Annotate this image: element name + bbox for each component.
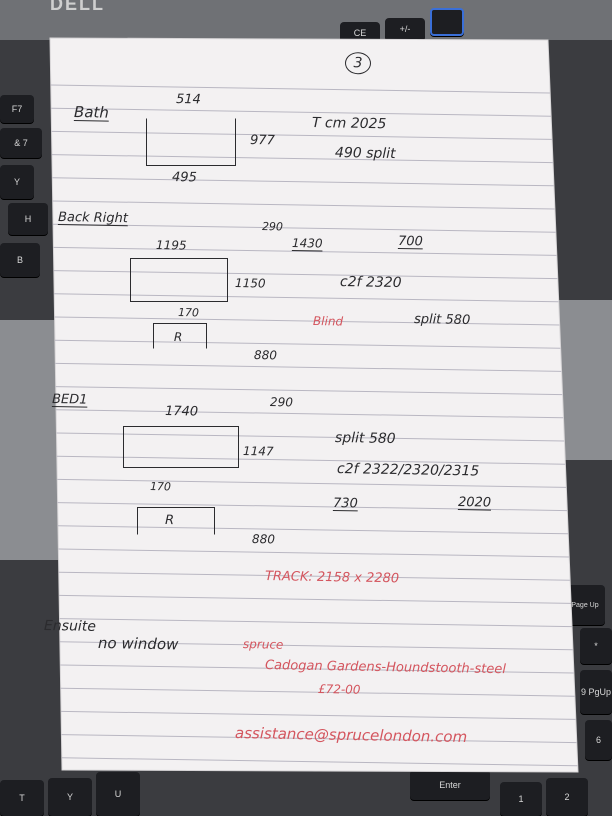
key-u: U [96,772,140,816]
key-2: 2 [546,778,588,816]
bed1-side-dim: 1147 [242,444,274,459]
back-right-radiator: R [173,330,183,345]
back-right-sub-dim: 170 [177,306,200,320]
laptop-lid [0,0,612,40]
bath-window-sketch [146,118,236,166]
bed1-top-dim: 1740 [164,404,199,420]
ruled-line [52,200,555,210]
ruled-line [55,362,562,372]
ruled-line [53,223,556,233]
bath-line2: 490 split [334,145,396,163]
ruled-line [59,594,571,604]
ruled-line [51,107,551,117]
key-y2: Y [48,778,92,816]
bath-line1: T cm 2025 [311,115,387,133]
bed1-col1: 730 [332,496,358,512]
back-right-blind: Blind [312,314,344,329]
ruled-line [57,478,567,488]
back-right-col1: 1430 [291,236,323,251]
back-right-top-dim: 1195 [155,238,187,253]
ruled-line [61,710,576,720]
key-ce: CE [340,22,380,44]
ruled-line [56,409,564,419]
ruled-line [51,154,553,164]
ruled-line [53,246,557,256]
key-power [430,8,464,36]
ruled-line [58,548,569,558]
ruled-line [58,571,570,581]
back-right-window-sketch [130,258,228,302]
bed1-c2f: c2f 2322/2320/2315 [336,461,480,480]
bed1-corner-dim: 290 [269,395,294,410]
ensuite-heading: Ensuite [43,618,97,635]
back-right-side-dim: 1150 [234,276,266,291]
ruled-line [56,432,565,442]
ruled-line [54,293,559,303]
ruled-line [51,130,552,140]
dell-logo: DELL [50,0,105,14]
ensuite-note: no window [97,634,179,654]
bed1-track: TRACK: 2158 x 2280 [264,569,400,587]
ruled-line [60,664,574,674]
bed1-col2: 2020 [457,495,492,511]
bath-side-dim: 977 [249,133,275,149]
key-t: T [0,780,44,816]
bath-heading: Bath [73,103,110,122]
ruled-line [54,339,561,349]
ensuite-brand: spruce [242,637,284,652]
ruled-line [53,270,558,280]
key-9-pgup: 9 PgUp [580,670,612,714]
ruled-line [54,316,560,326]
bath-top-dim: 514 [175,92,201,108]
ruled-line [55,386,563,396]
bed1-window-sketch [123,426,239,468]
bed1-split: split 580 [334,430,396,448]
key-f7: F7 [0,95,34,123]
bed1-radiator: R [164,513,175,529]
ensuite-price: £72-00 [317,682,361,697]
key-6: 6 [585,720,612,760]
key-1: 1 [500,782,542,816]
bed1-sub-dim: 170 [149,480,172,494]
ruled-line [61,757,578,767]
key-asterisk: * [580,628,612,664]
ruled-line [61,734,577,744]
back-right-corner-dim: 290 [261,220,284,234]
ruled-line [60,687,575,697]
ruled-line [56,455,566,465]
ruled-line [57,525,568,535]
ruled-line [59,641,573,651]
bath-bottom-dim: 495 [171,170,197,186]
key-h: H [8,203,48,235]
back-right-c2f: c2f 2320 [339,274,402,292]
ruled-line [52,177,554,187]
back-right-radiator-sketch [153,323,207,349]
back-right-drop-dim: 880 [253,348,278,363]
back-right-split: split 580 [413,312,471,328]
key-b: B [0,243,40,277]
touchpad-area [0,320,60,560]
key-7: & 7 [0,128,42,158]
ruled-line [59,618,572,628]
ruled-line [50,84,550,94]
key-plus-minus: +/- [385,18,425,40]
back-right-col2: 700 [397,234,423,250]
back-right-heading: Back Right [57,210,129,227]
key-enter: Enter [410,770,490,800]
ruled-line [57,502,568,512]
bed1-radiator-sketch [137,507,215,535]
bed1-heading: BED1 [51,392,88,408]
bed1-drop-dim: 880 [251,532,276,547]
key-y: Y [0,165,34,199]
